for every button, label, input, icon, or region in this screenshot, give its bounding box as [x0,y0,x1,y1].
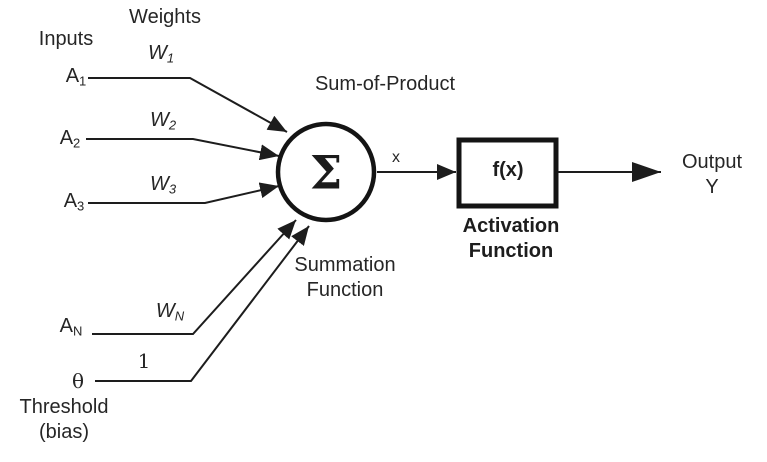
input-a2-sub: 2 [73,135,81,151]
weight-w2-base: W [149,109,169,131]
input-an-sub: N [72,323,83,339]
input-a2-connection [86,138,280,161]
input-a3-connection [88,182,280,204]
weight-label-w3: W3 [149,173,177,197]
activation-caption-line2: Function [468,240,554,262]
weight-w1-base: W [147,42,167,64]
input-label-a1: A1 [65,65,87,89]
output-variable: Y [705,176,719,198]
threshold-caption-line1: Threshold [19,396,109,418]
summation-caption-line2: Function [306,279,384,301]
input-a1-connection [88,77,288,133]
weight-label-wn: WN [155,300,185,324]
input-an-base: A [59,315,73,337]
input-label-a2: A2 [59,127,81,151]
sigma-symbol: Σ [309,145,343,200]
activation-caption-line1: Activation [462,215,560,237]
weight-w2-sub: 2 [168,117,177,133]
activation-caption: Activation Function [463,214,560,264]
inputs-header: Inputs [38,28,94,50]
summation-caption: Summation Function [294,253,395,303]
input-a2-base: A [59,127,74,149]
signal-x-label: x [392,149,400,167]
summation-caption-line1: Summation [294,254,396,276]
weight-wn-sub: N [174,308,185,324]
weight-wn-base: W [155,300,175,322]
weight-w1-sub: 1 [166,50,175,66]
input-a3-base: A [63,190,78,212]
sum-of-product-title: Sum-of-Product [314,73,456,95]
bias-connection [95,225,310,382]
weights-header: Weights [129,6,201,28]
weight-w3-sub: 3 [168,181,177,197]
input-a1-base: A [65,65,80,87]
output-caption: Output Y [682,150,742,200]
bias-theta-symbol: θ [71,369,85,393]
activation-fx-label: f(x) [492,159,524,181]
output-label: Output [681,151,743,173]
activation-function-box [456,137,559,209]
input-a3-sub: 3 [77,198,85,214]
weight-label-w1: W1 [147,42,175,66]
threshold-caption-line2: (bias) [38,421,89,443]
input-label-an: AN [59,315,83,339]
input-label-a3: A3 [63,190,85,214]
input-an-connection [92,219,297,335]
bias-weight-value: 1 [137,349,151,373]
summation-node-circle [275,121,377,223]
threshold-caption: Threshold (bias) [20,395,109,445]
weight-label-w2: W2 [149,109,177,133]
weight-w3-base: W [149,173,169,195]
input-a1-sub: 1 [79,73,87,89]
